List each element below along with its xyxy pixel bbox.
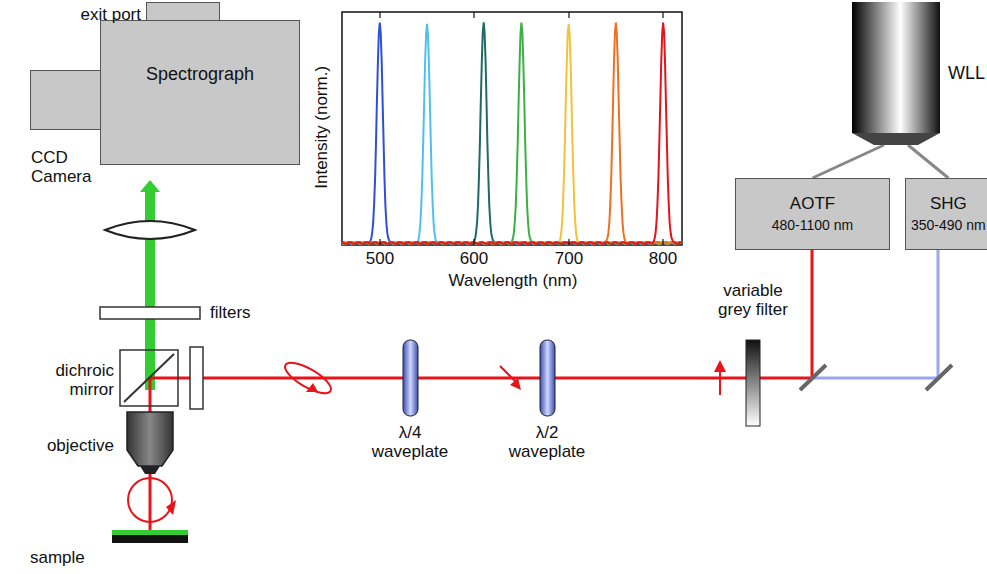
spectrum-peak — [342, 22, 682, 244]
polarization-arrow — [306, 383, 318, 392]
node-title: SHG — [930, 195, 967, 214]
tick-label: 600 — [454, 250, 494, 269]
tick-label: 800 — [643, 250, 683, 269]
part-label: sample — [30, 549, 85, 568]
part-label: dichroic mirror — [14, 362, 114, 399]
grey-filter — [746, 340, 760, 426]
dichroic-cube — [120, 350, 178, 406]
node-title: AOTF — [790, 195, 835, 214]
lens — [105, 221, 195, 239]
excitation-beam — [150, 377, 812, 380]
node-title: CCD Camera — [31, 149, 93, 186]
mirror — [926, 365, 952, 390]
circular-polarization — [128, 478, 172, 522]
spectrum-peak — [342, 23, 682, 244]
fiber-connector — [908, 145, 948, 178]
sample-substrate — [112, 535, 188, 543]
polarization-arrow — [166, 500, 176, 515]
filter-plate — [190, 347, 203, 409]
laser-source: WLL — [852, 2, 940, 145]
device-box: exit port — [146, 2, 220, 21]
shg-beam — [812, 250, 938, 378]
spectrum-peak — [342, 23, 682, 244]
chart-frame — [342, 12, 682, 245]
linear-polarization — [719, 370, 721, 395]
objective-tip — [140, 466, 160, 474]
part-label: variable grey filter — [707, 282, 799, 319]
beam-arrow — [140, 180, 160, 192]
spectrum-peak — [342, 23, 682, 244]
excitation-beam — [811, 250, 814, 378]
axis-title: Wavelength (nm) — [428, 272, 598, 291]
spectrum-peak — [342, 24, 682, 244]
part-label: λ/2 waveplate — [497, 424, 597, 461]
tick-label: 500 — [360, 250, 400, 269]
device-box: CCD Camera — [30, 70, 101, 130]
spectrograph-box: Spectrograph — [100, 20, 300, 165]
axis-ticks — [380, 12, 663, 245]
laser-nozzle — [852, 133, 940, 145]
part-label: filters — [210, 304, 251, 323]
linear-polarization — [500, 366, 517, 383]
half-waveplate — [540, 340, 555, 416]
node-subtitle: 480-1100 nm — [772, 218, 853, 233]
tick-label: 700 — [549, 250, 589, 269]
polarization-arrow — [510, 378, 521, 390]
node-title: Spectrograph — [146, 65, 254, 85]
device-box: SHG 350-490 nm — [905, 178, 987, 250]
device-box: AOTF 480-1100 nm — [735, 178, 890, 250]
spectra — [342, 22, 682, 244]
laser-body — [852, 2, 940, 133]
quarter-waveplate — [403, 340, 418, 416]
filter-plate — [100, 307, 200, 319]
part-label: λ/4 waveplate — [360, 424, 460, 461]
axis-title: Intensity (norm.) — [313, 57, 332, 197]
part-label: objective — [14, 437, 114, 456]
objective — [127, 412, 173, 466]
fiber-connector — [813, 145, 885, 178]
spectrum-peak — [342, 23, 682, 244]
node-title: exit port — [81, 6, 141, 25]
node-title: WLL — [948, 64, 985, 84]
elliptical-polarization — [281, 357, 335, 399]
node-subtitle: 350-490 nm — [911, 218, 986, 233]
spectrum-peak — [342, 24, 682, 244]
sample-layer — [112, 530, 188, 535]
polarization-arrow — [714, 360, 726, 372]
mirror — [800, 365, 826, 390]
dichroic-mirror — [124, 354, 174, 402]
laser-cylinder — [852, 2, 940, 145]
